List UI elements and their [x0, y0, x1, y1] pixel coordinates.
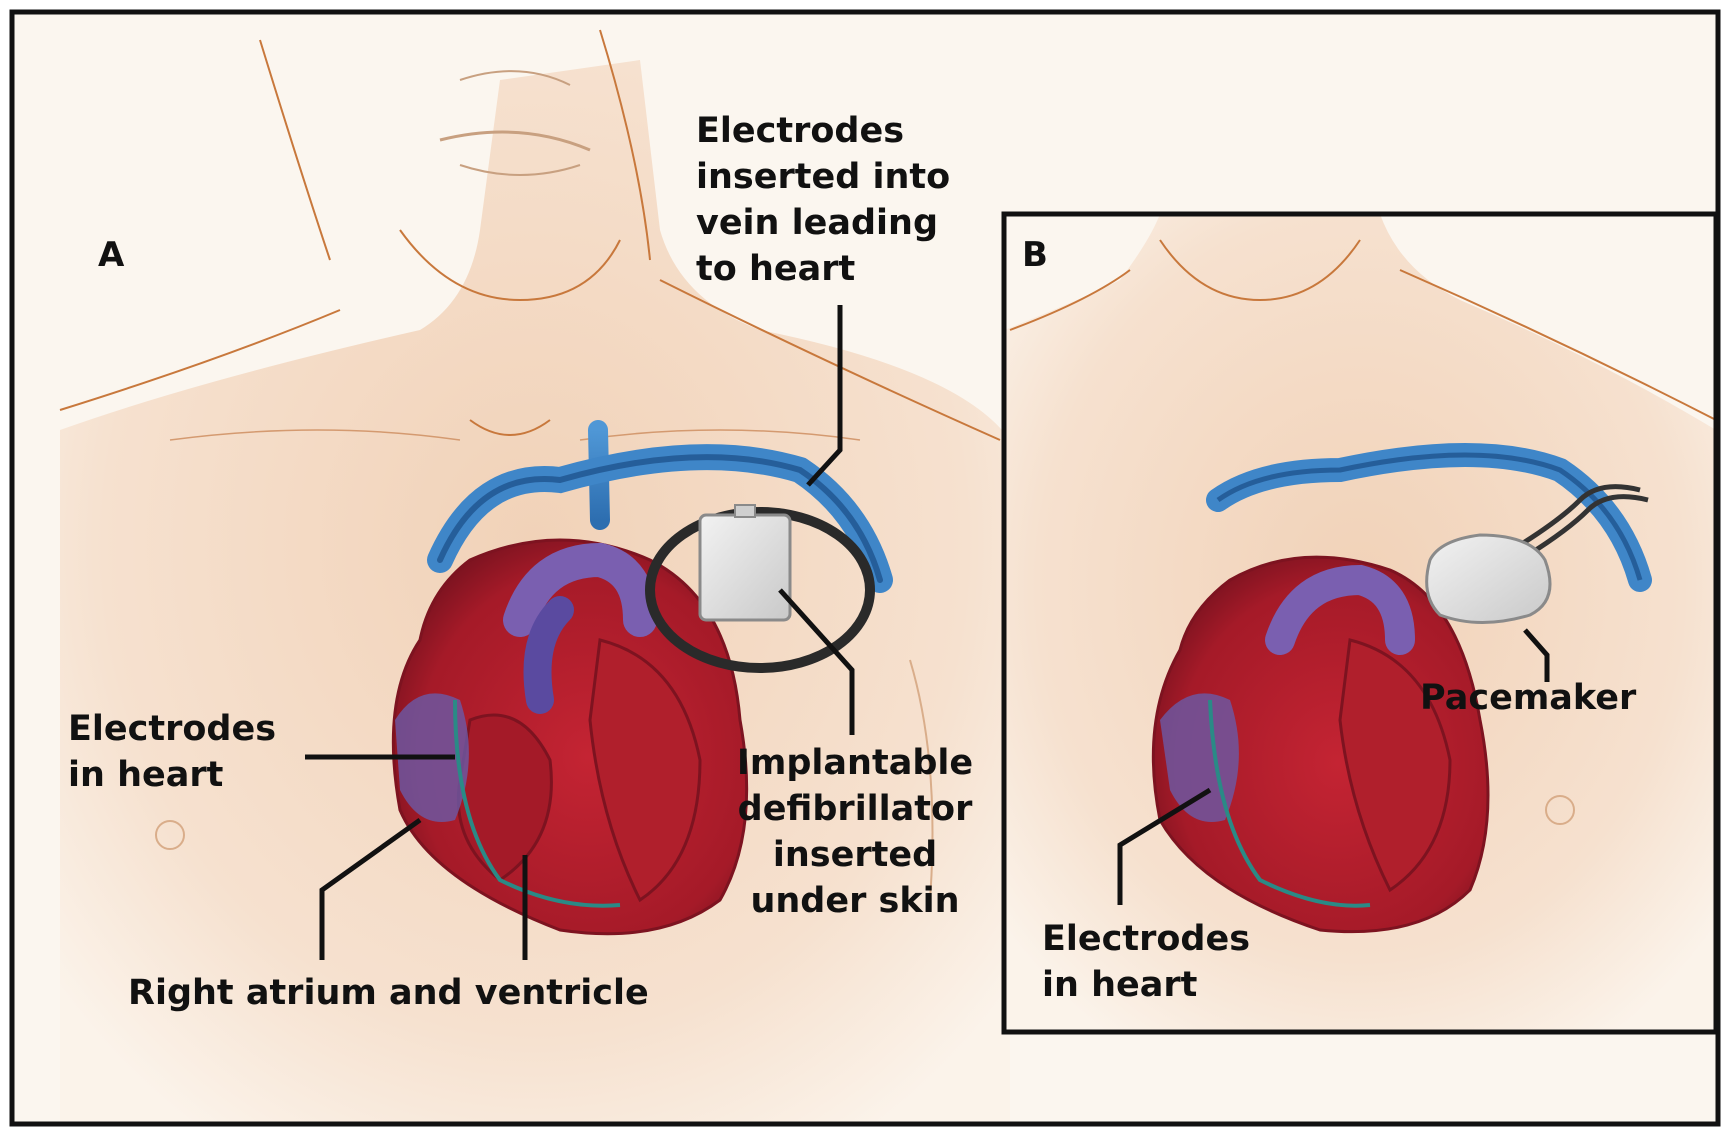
label-line: to heart [696, 246, 950, 292]
label-line: Electrodes [1042, 916, 1250, 962]
label-line: vein leading [696, 200, 950, 246]
label-line: defibrillator [710, 786, 1000, 832]
label-line: inserted [710, 832, 1000, 878]
label-line: Electrodes [696, 108, 950, 154]
label-electrodes-in-heart-a: Electrodes in heart [68, 706, 276, 798]
panel-b-letter: B [1022, 232, 1048, 278]
label-line: Electrodes [68, 706, 276, 752]
label-line: under skin [710, 878, 1000, 924]
label-electrodes-in-heart-b: Electrodes in heart [1042, 916, 1250, 1008]
label-electrodes-into-vein: Electrodes inserted into vein leading to… [696, 108, 950, 292]
label-line: in heart [68, 752, 276, 798]
panel-a-letter: A [98, 232, 124, 278]
label-line: in heart [1042, 962, 1250, 1008]
label-right-atrium-and-ventricle: Right atrium and ventricle [128, 970, 649, 1016]
label-line: inserted into [696, 154, 950, 200]
label-pacemaker: Pacemaker [1420, 675, 1636, 721]
label-line: Implantable [710, 740, 1000, 786]
label-implantable-defibrillator: Implantable defibrillator inserted under… [710, 740, 1000, 924]
